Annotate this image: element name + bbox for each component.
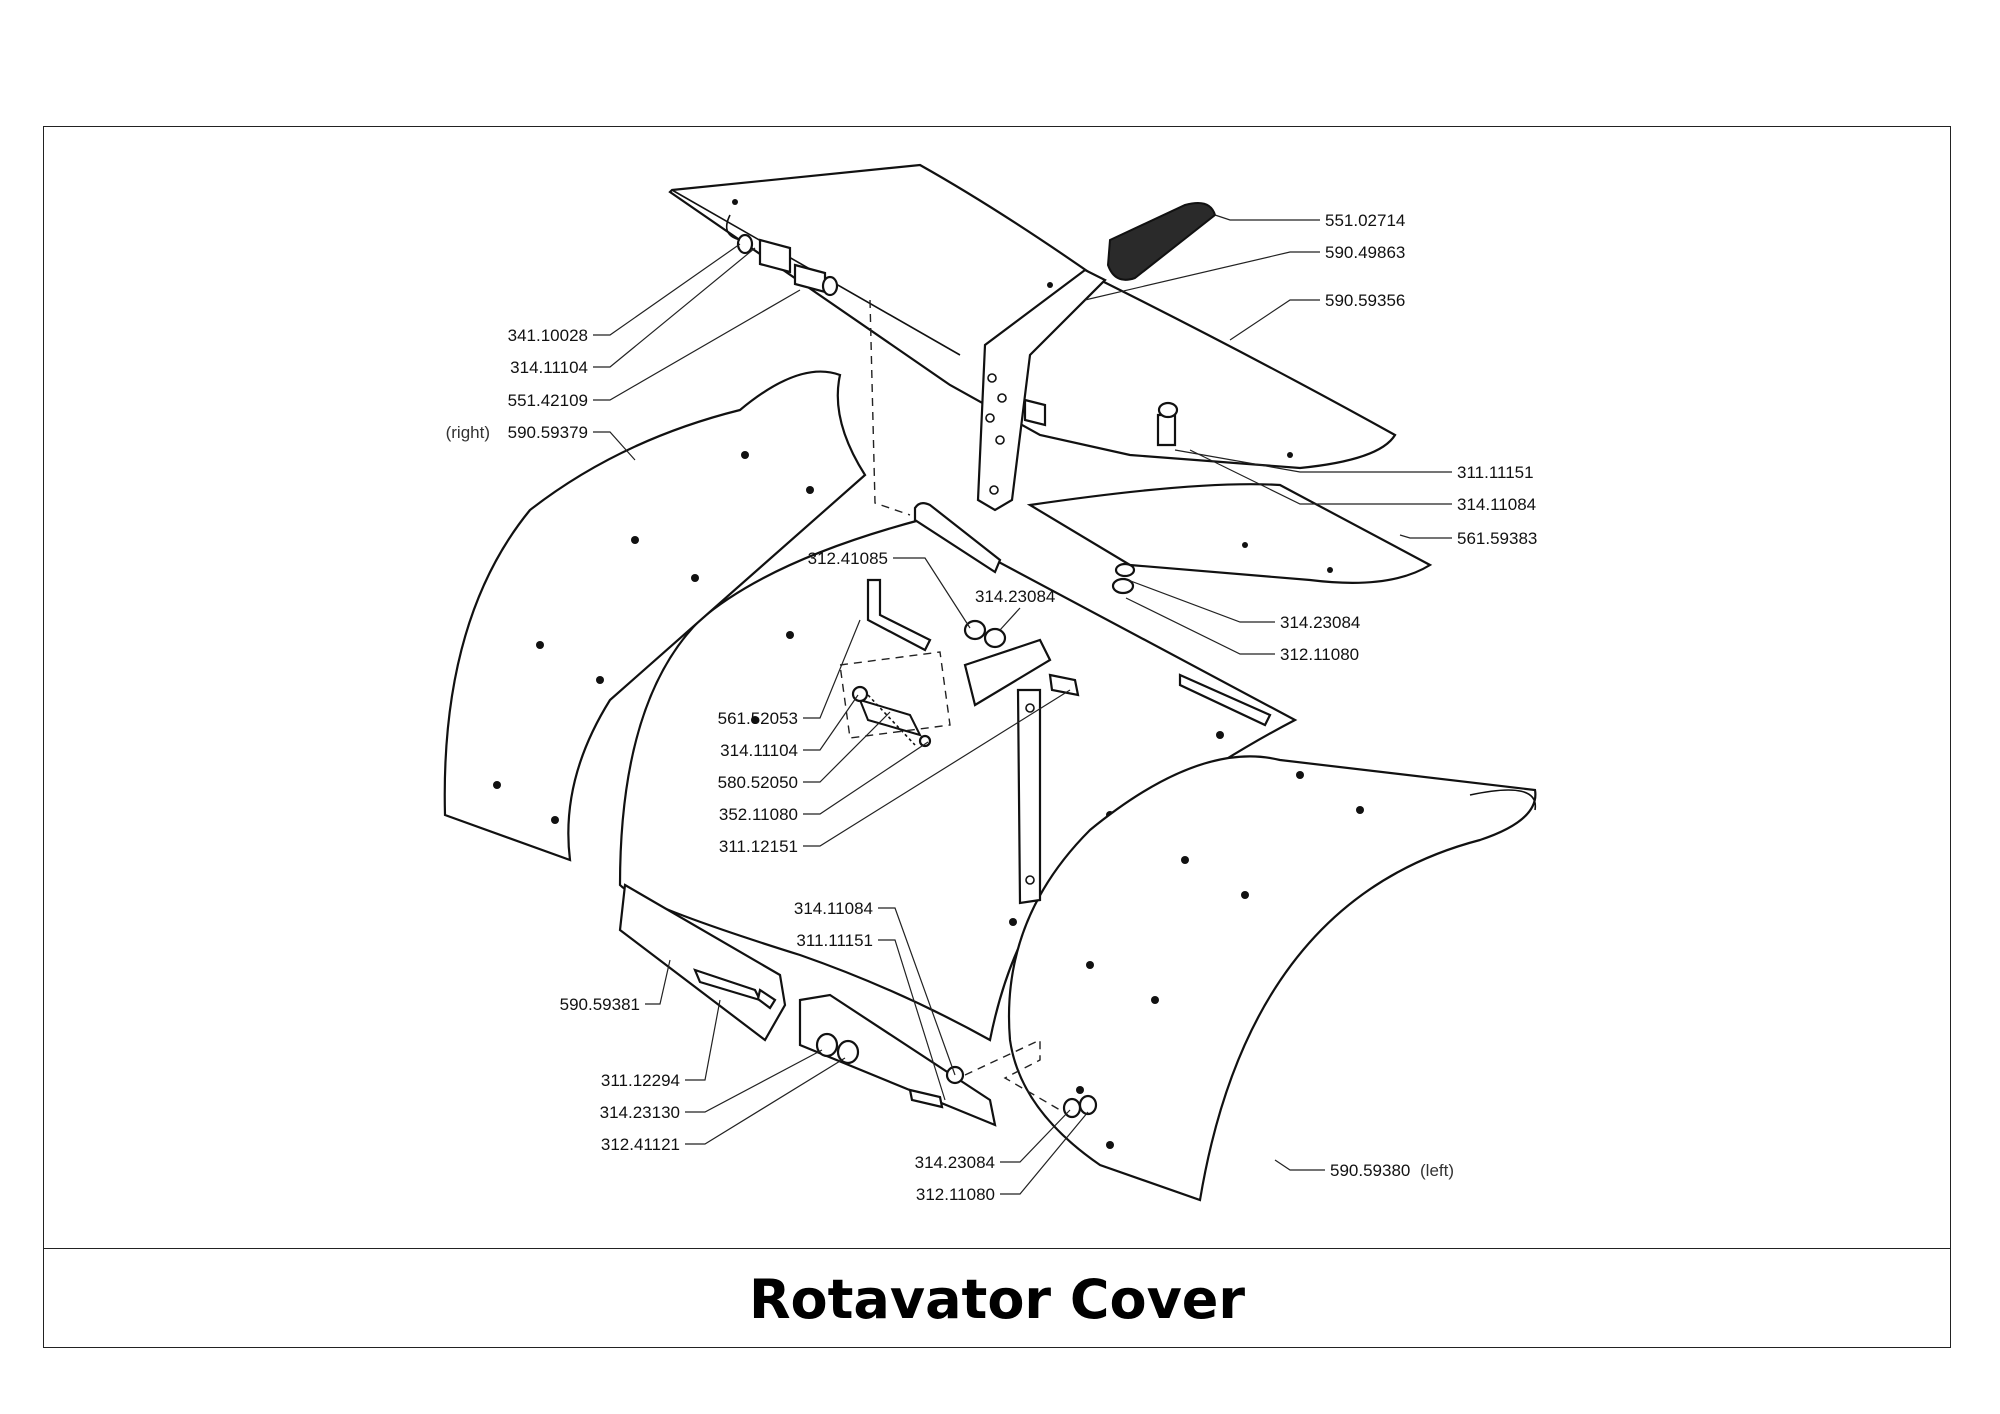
part-label: 312.11080 bbox=[916, 1185, 995, 1204]
diagram-caption: Rotavator Cover bbox=[748, 1267, 1246, 1331]
part-label: 551.42109 bbox=[508, 391, 588, 410]
lower-bracket-right bbox=[798, 993, 1098, 1127]
part-label: 312.41121 bbox=[601, 1135, 680, 1154]
side-shield-left bbox=[1007, 755, 1537, 1202]
handle-grip bbox=[1106, 202, 1217, 281]
part-label: 561.52053 bbox=[718, 709, 798, 728]
part-label: 561.59383 bbox=[1457, 529, 1537, 548]
part-label: 311.11151 bbox=[1457, 463, 1534, 482]
part-label: 314.11104 bbox=[510, 358, 588, 377]
side-shield-right bbox=[443, 370, 867, 862]
part-label: 590.59380 bbox=[1330, 1161, 1410, 1180]
center-nut-washer bbox=[1111, 401, 1179, 595]
part-label: 312.41085 bbox=[808, 549, 888, 568]
handle-bracket bbox=[976, 268, 1107, 512]
part-label: 314.11084 bbox=[1457, 495, 1536, 514]
part-label: 352.11080 bbox=[719, 805, 798, 824]
part-label: 590.59379 bbox=[508, 423, 588, 442]
caption-divider bbox=[43, 1248, 1951, 1249]
part-label: 580.52050 bbox=[718, 773, 798, 792]
part-note: (left) bbox=[1420, 1161, 1454, 1180]
part-label: 312.11080 bbox=[1280, 645, 1359, 664]
part-label: 311.12151 bbox=[719, 837, 798, 856]
part-label: 341.10028 bbox=[508, 326, 588, 345]
part-note: (right) bbox=[446, 423, 490, 442]
part-label: 314.23130 bbox=[600, 1103, 680, 1122]
leader-lines bbox=[593, 214, 1452, 1195]
part-label: 311.12294 bbox=[601, 1071, 680, 1090]
part-label: 590.49863 bbox=[1325, 243, 1405, 262]
part-label: 314.11084 bbox=[794, 899, 873, 918]
part-label: 590.59356 bbox=[1325, 291, 1405, 310]
part-label: 311.11151 bbox=[796, 931, 873, 950]
diagram-frame bbox=[43, 126, 1951, 1348]
part-labels: 341.10028 314.11104 551.42109 590.59379 … bbox=[446, 211, 1538, 1204]
lower-bracket-left bbox=[618, 883, 787, 1042]
lower-plate bbox=[1026, 483, 1433, 584]
part-label: 314.11104 bbox=[720, 741, 798, 760]
part-label: 314.23084 bbox=[915, 1153, 995, 1172]
part-label: 551.02714 bbox=[1325, 211, 1405, 230]
part-label: 314.23084 bbox=[1280, 613, 1360, 632]
part-label: 314.23084 bbox=[975, 587, 1055, 606]
spacer-tube-upper bbox=[1023, 398, 1047, 427]
pin-and-spacers bbox=[725, 214, 839, 297]
center-link-hardware bbox=[839, 501, 1272, 905]
part-label: 590.59381 bbox=[560, 995, 640, 1014]
